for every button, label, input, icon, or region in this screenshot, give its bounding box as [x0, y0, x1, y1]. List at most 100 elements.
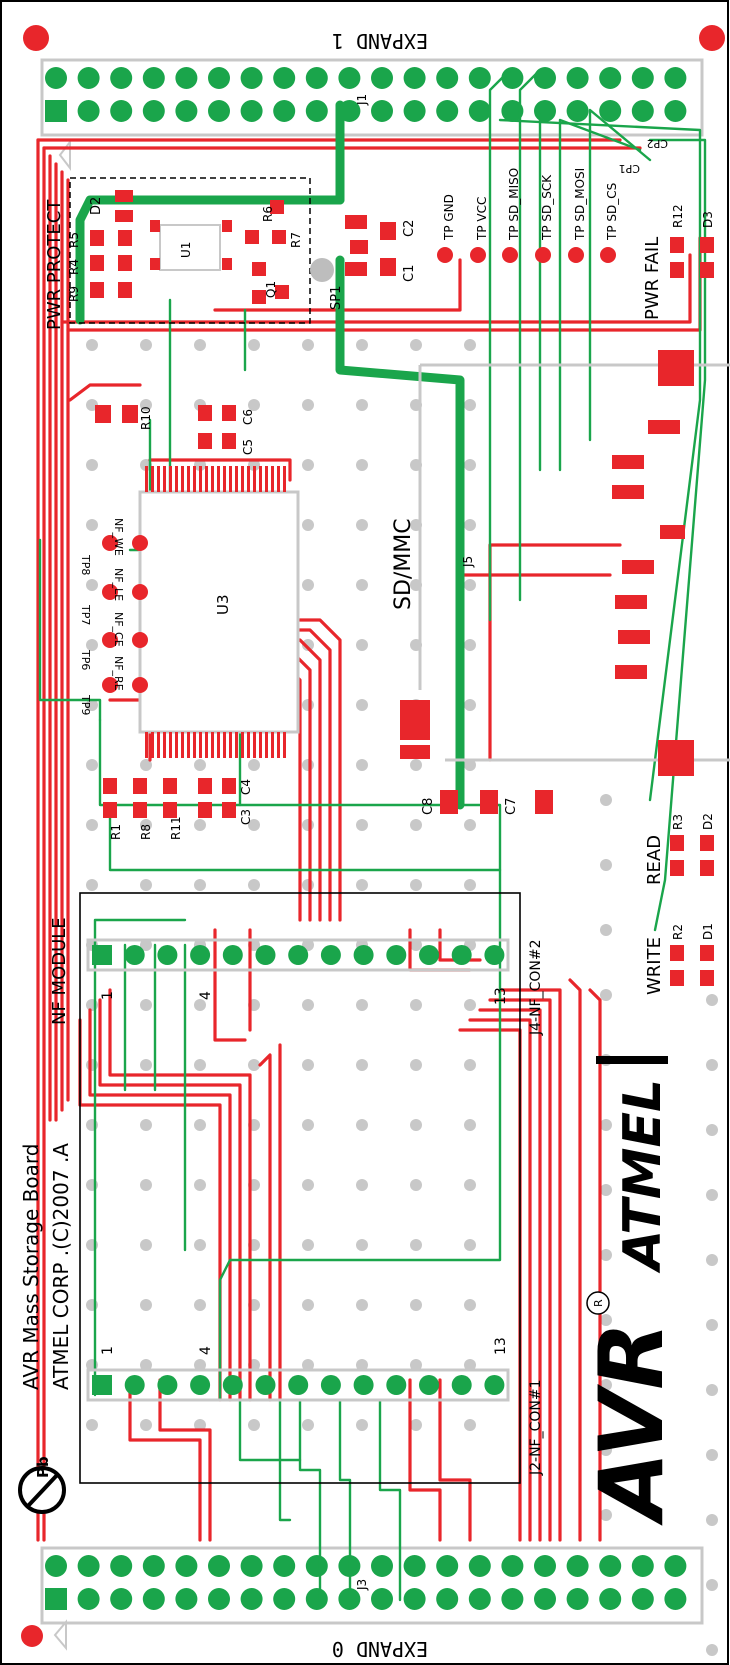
- header-pin-square: [45, 1588, 67, 1610]
- triangle-marker-bottom: [53, 1619, 67, 1651]
- grid-dot: [140, 999, 152, 1011]
- grid-dot: [86, 699, 98, 711]
- header-pin: [664, 67, 687, 89]
- header-pin: [273, 1588, 296, 1610]
- grid-dot: [410, 1299, 422, 1311]
- grid-dot: [464, 1239, 476, 1251]
- header-pin: [664, 100, 687, 122]
- registered-icon: [586, 1291, 610, 1315]
- fiducial-bottom-left: [21, 1625, 43, 1647]
- header-pin: [534, 1588, 556, 1610]
- grid-dot: [464, 879, 476, 891]
- c4-label: C4: [239, 779, 253, 795]
- connector-pin: [190, 945, 211, 965]
- grid-dot: [194, 1059, 206, 1071]
- connector-pin: [124, 1375, 145, 1395]
- read-label: READ: [644, 835, 665, 885]
- grid-dot: [356, 1119, 368, 1131]
- grid-dot: [464, 1059, 476, 1071]
- grid-dot: [356, 1059, 368, 1071]
- c6-label: C6: [241, 409, 255, 425]
- grid-dot: [464, 1119, 476, 1131]
- j1-label: J1: [355, 94, 369, 106]
- connector-pin: [419, 945, 439, 965]
- u1-chip: [159, 224, 221, 271]
- c8-label: C8: [421, 798, 436, 815]
- connector-pin: [451, 1375, 472, 1395]
- grid-dot: [140, 1179, 152, 1191]
- grid-dot: [302, 519, 314, 531]
- c3-label: C3: [239, 809, 253, 825]
- header-pin: [273, 100, 296, 122]
- expand0-label: EXPAND 0: [332, 1637, 428, 1661]
- header-pin: [110, 1588, 133, 1610]
- grid-dot: [464, 639, 476, 651]
- grid-dot: [140, 1359, 152, 1371]
- header-pin: [371, 1588, 393, 1610]
- header-pin: [436, 1588, 459, 1610]
- header-pin: [175, 1588, 198, 1610]
- d3-pad-2: [700, 262, 714, 278]
- u3-pin: [187, 732, 190, 758]
- grid-dot: [356, 579, 368, 591]
- header-pin: [77, 100, 100, 122]
- grid-dot: [248, 879, 260, 891]
- grid-dot: [356, 879, 368, 891]
- tp8-label: TP8: [79, 554, 92, 575]
- connector-pin: [288, 1375, 309, 1395]
- header-pin: [599, 100, 622, 122]
- grid-dot: [86, 819, 98, 831]
- header-pin: [501, 100, 524, 122]
- connector-pin: [320, 1375, 341, 1395]
- j4-outline: [86, 938, 510, 972]
- grid-dot: [140, 1119, 152, 1131]
- connector-pin: [255, 1375, 276, 1395]
- u3-pin: [199, 732, 202, 758]
- u3-pin: [217, 732, 220, 758]
- u3-pin: [175, 732, 178, 758]
- header-pin: [599, 67, 622, 89]
- grid-dot: [706, 1189, 718, 1201]
- grid-dot: [464, 699, 476, 711]
- header-pin: [142, 1588, 165, 1610]
- u3-pin: [175, 466, 178, 492]
- grid-dot: [356, 519, 368, 531]
- grid-dot: [248, 819, 260, 831]
- grid-dot: [464, 519, 476, 531]
- r3-label: R3: [671, 814, 685, 830]
- board-title: AVR Mass Storage Board: [19, 1144, 43, 1390]
- r10-label: R10: [139, 406, 153, 430]
- nf-module-box: [79, 892, 521, 1484]
- nf-le-label: NF_LE: [112, 568, 125, 601]
- u3-pin: [187, 466, 190, 492]
- header-pin: [371, 100, 393, 122]
- grid-dot: [356, 399, 368, 411]
- header-pin: [175, 67, 198, 89]
- u3-pin: [205, 732, 208, 758]
- grid-dot: [140, 819, 152, 831]
- cp2-label: CP2: [647, 137, 668, 150]
- grid-dot: [600, 1249, 612, 1261]
- j2-label: J2-NF_CON#1: [528, 1379, 544, 1476]
- r9-label: R9: [67, 286, 81, 302]
- header-pin: [631, 1588, 654, 1610]
- tp7-label: TP7: [79, 604, 92, 625]
- connector-pin-square: [92, 945, 112, 965]
- grid-dot: [194, 1239, 206, 1251]
- grid-dot: [194, 879, 206, 891]
- grid-dot: [302, 759, 314, 771]
- u3-pin: [205, 466, 208, 492]
- grid-dot: [356, 999, 368, 1011]
- grid-dot: [600, 924, 612, 936]
- cp1-label: CP1: [619, 162, 640, 175]
- header-pin: [599, 1555, 622, 1577]
- u3-pin: [151, 732, 154, 758]
- grid-dot: [302, 1059, 314, 1071]
- grid-dot: [194, 759, 206, 771]
- header-pin: [403, 1588, 426, 1610]
- test-points: [437, 247, 616, 263]
- grid-dot: [140, 1059, 152, 1071]
- tp6-label: TP6: [79, 649, 92, 670]
- u3-pin: [235, 732, 238, 758]
- grid-dot: [86, 1419, 98, 1431]
